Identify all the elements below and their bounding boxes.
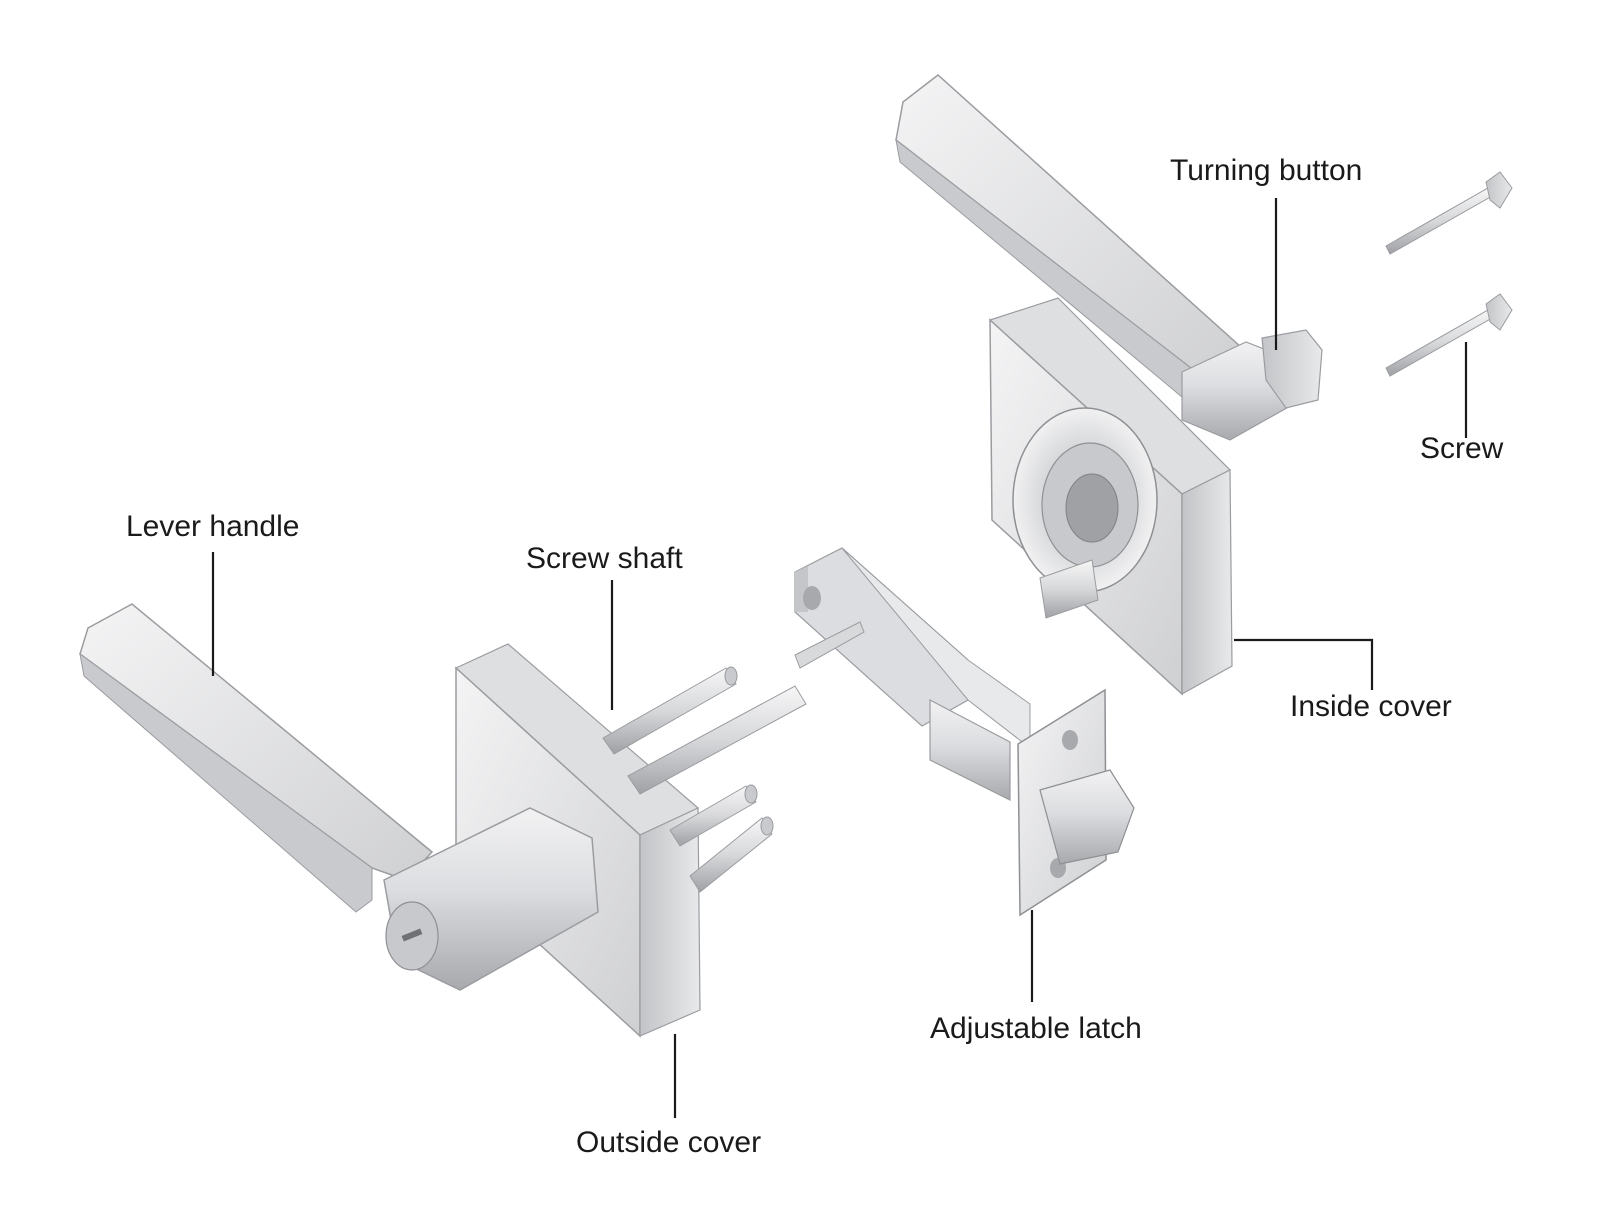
leader-lines bbox=[211, 198, 1468, 1118]
outside-lever-handle bbox=[79, 603, 599, 991]
label-screw: Screw bbox=[1420, 432, 1504, 465]
inside-cover bbox=[988, 297, 1233, 696]
screw-lower bbox=[1385, 293, 1513, 377]
leader-inside-cover bbox=[1234, 638, 1374, 690]
label-outside-cover: Outside cover bbox=[576, 1126, 762, 1159]
label-turning-button: Turning button bbox=[1170, 154, 1363, 187]
adjustable-latch bbox=[794, 547, 1135, 917]
label-adjustable-latch: Adjustable latch bbox=[930, 1012, 1142, 1045]
label-inside-cover: Inside cover bbox=[1290, 690, 1452, 723]
inside-lever-handle bbox=[895, 74, 1323, 441]
screw-shafts bbox=[602, 666, 807, 893]
screw-upper bbox=[1385, 171, 1513, 255]
label-screw-shaft: Screw shaft bbox=[526, 542, 683, 575]
label-lever-handle: Lever handle bbox=[126, 510, 300, 543]
